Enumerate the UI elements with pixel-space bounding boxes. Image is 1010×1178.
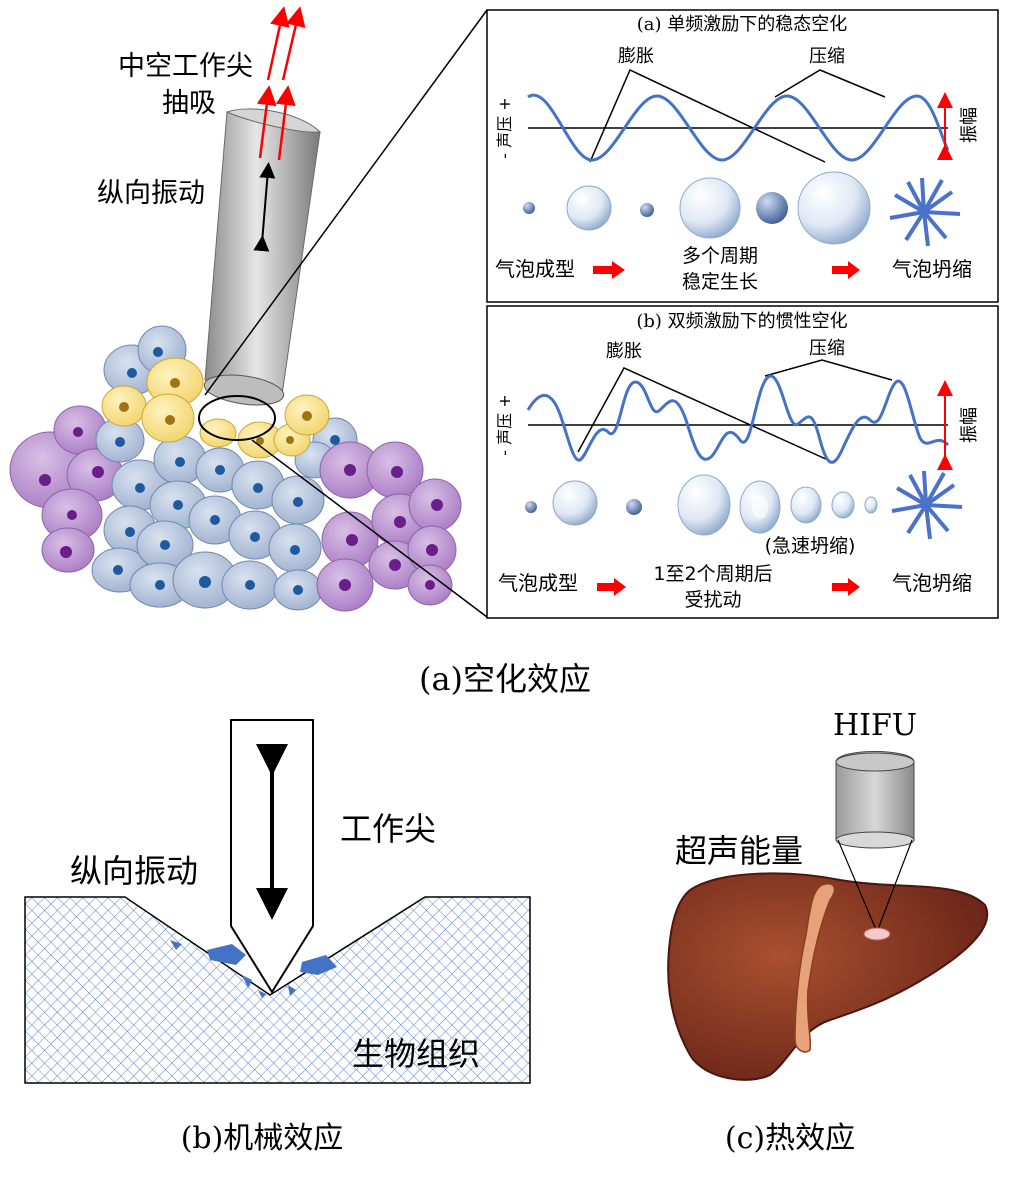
caption-c: (c)热效应 <box>725 1121 855 1156</box>
box1-stage-form: 气泡成型 <box>495 257 575 281</box>
box1-stage-mid-1: 多个周期 <box>682 245 758 267</box>
suction-label-line1: 中空工作尖 <box>118 51 253 82</box>
box1-title: (a) 单频激励下的稳态空化 <box>637 14 848 35</box>
box2-collapse-burst-icon <box>891 470 963 540</box>
box1-collapse-burst-icon <box>889 177 961 247</box>
focus-ellipse <box>198 395 276 441</box>
panel-c-illustration: HIFU 超声能量 <box>667 708 989 1081</box>
box1-compression-label: 压缩 <box>809 46 845 67</box>
caption-a: (a)空化效应 <box>419 660 591 698</box>
panel-b-illustration: 工作尖 纵向振动 生物组织 <box>24 719 531 1084</box>
box1-pressure-label: - 声压 + <box>495 97 514 158</box>
box2-stage-form: 气泡成型 <box>498 571 578 595</box>
box2-stage-mid-2: 受扰动 <box>684 589 741 611</box>
caption-b: (b)机械效应 <box>181 1121 344 1156</box>
zoom-line-bottom <box>251 439 488 618</box>
hollow-probe <box>203 108 322 406</box>
tissue-label: 生物组织 <box>352 1035 480 1073</box>
box2-stage-collapse: 气泡坍缩 <box>892 571 972 595</box>
inertial-cavitation-box: (b) 双频激励下的惯性空化 膨胀 压缩 振幅 - 声压 + (急速坍缩) 气泡… <box>486 305 999 619</box>
box2-rapid-collapse: (急速坍缩) <box>765 535 856 557</box>
box2-expansion-label: 膨胀 <box>606 341 642 362</box>
box2-stage-mid-1: 1至2个周期后 <box>653 563 772 585</box>
vibration-label: 纵向振动 <box>97 178 205 209</box>
box2-wave <box>526 374 950 464</box>
panel-a-illustration: 中空工作尖 抽吸 纵向振动 <box>9 6 488 618</box>
box1-wave <box>527 93 950 162</box>
liver-vessel <box>794 883 836 1053</box>
box2-title: (b) 双频激励下的惯性空化 <box>636 311 847 332</box>
box1-stage-mid-2: 稳定生长 <box>682 271 758 293</box>
tissue-fragments <box>170 940 337 998</box>
tissue-block <box>24 896 531 1084</box>
focal-spot <box>863 927 891 941</box>
hifu-transducer <box>835 751 915 841</box>
steady-cavitation-box: (a) 单频激励下的稳态空化 膨胀 压缩 振幅 - 声压 + 气泡成型 多个周期 <box>486 9 999 303</box>
tip-label: 工作尖 <box>340 810 436 848</box>
box2-amplitude-label: 振幅 <box>959 407 980 443</box>
vibration-arrow <box>253 162 276 252</box>
panel-b-vibration-label: 纵向振动 <box>70 852 198 890</box>
hifu-label: HIFU <box>833 708 917 743</box>
zoom-line-top <box>204 9 488 396</box>
box1-amplitude-label: 振幅 <box>959 107 980 143</box>
box1-expansion-label: 膨胀 <box>618 46 654 67</box>
box2-compression-label: 压缩 <box>809 338 845 359</box>
suction-arrows <box>256 6 306 161</box>
energy-label: 超声能量 <box>675 832 803 870</box>
box2-pressure-label: - 声压 + <box>495 394 514 455</box>
tissue-cells <box>9 325 462 612</box>
box1-stage-collapse: 气泡坍缩 <box>892 257 972 281</box>
suction-label-line2: 抽吸 <box>162 88 216 119</box>
